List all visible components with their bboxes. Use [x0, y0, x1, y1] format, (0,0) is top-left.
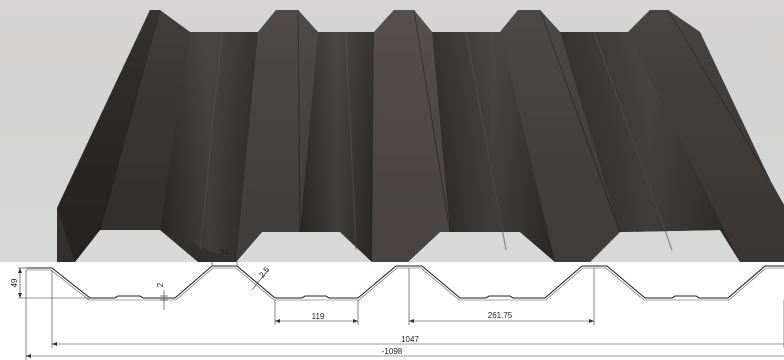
dimension-lines [18, 257, 784, 360]
dim-valley-stiffener: 2 [156, 282, 165, 287]
dim-rib-height: 49 [10, 278, 19, 287]
dim-rib-slope: 2.5 [257, 265, 271, 280]
profile-line [26, 265, 784, 299]
roof-sheet-render [0, 0, 784, 262]
profile-line-inner [26, 267, 784, 301]
dim-rib-top-width: 34 [220, 248, 229, 257]
dim-valley-width: 119 [312, 312, 325, 321]
profile-section [26, 265, 784, 301]
dim-cover-width: 1047 [401, 335, 419, 344]
dim-rib-pitch: 261.75 [488, 311, 513, 320]
dim-total-width: -1098 [382, 347, 403, 356]
dimension-arrows [18, 257, 594, 358]
